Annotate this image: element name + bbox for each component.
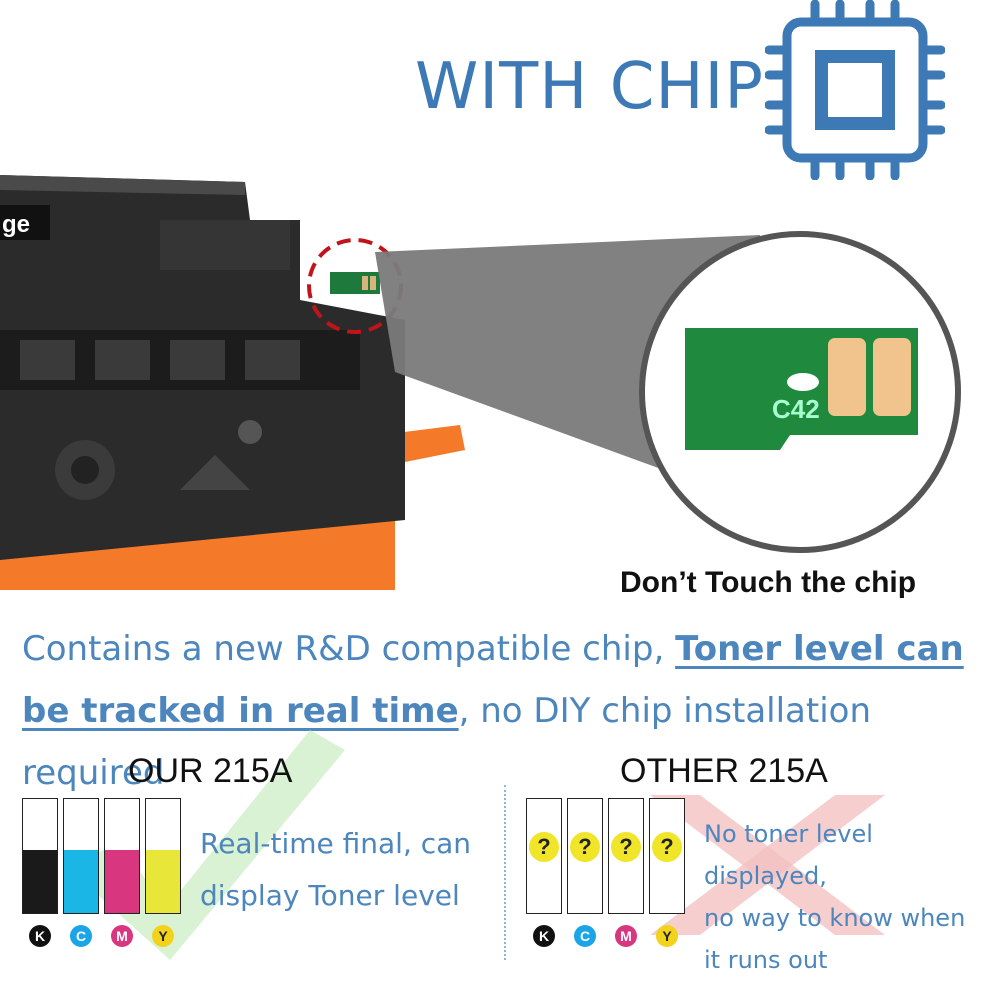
cartridge-illustration: ge C42 xyxy=(0,175,961,590)
toner-fill-cyan xyxy=(64,850,98,913)
cartridge-label: ge xyxy=(2,211,30,238)
toner-meter-black xyxy=(22,798,58,914)
unknown-level-icon: ? xyxy=(529,832,559,862)
toner-fill-magenta xyxy=(105,850,139,913)
description-part1: Contains a new R&D compatible chip, xyxy=(22,629,676,669)
cross-mark-icon xyxy=(650,795,885,935)
color-label-cyan: C xyxy=(574,925,596,947)
other-note-line3: it runs out xyxy=(704,946,828,974)
our-note-line2: display Toner level xyxy=(200,879,460,912)
toner-meter-cyan xyxy=(63,798,99,914)
description-highlight: Toner level can be tracked in real time xyxy=(22,629,964,731)
color-label-magenta: M xyxy=(615,925,637,947)
other-product-title: OTHER 215A xyxy=(620,752,828,790)
toner-meter-cyan: ? xyxy=(567,798,603,914)
toner-meter-magenta: ? xyxy=(608,798,644,914)
chip-warning-caption: Don’t Touch the chip xyxy=(620,566,917,599)
feature-description: Contains a new R&D compatible chip, Tone… xyxy=(22,618,994,804)
our-product-note: Real-time final, can display Toner level xyxy=(200,818,471,922)
color-label-yellow: Y xyxy=(656,925,678,947)
unknown-level-icon: ? xyxy=(652,832,682,862)
color-label-magenta: M xyxy=(111,925,133,947)
toner-meter-yellow: ? xyxy=(649,798,685,914)
other-note-line1: No toner level displayed, xyxy=(704,820,873,890)
chip-code-label: C42 xyxy=(772,394,820,424)
toner-fill-black xyxy=(23,850,57,913)
other-product-note: No toner level displayed, no way to know… xyxy=(704,813,994,981)
color-label-black: K xyxy=(29,925,51,947)
color-label-cyan: C xyxy=(70,925,92,947)
chip-icon xyxy=(765,0,945,180)
toner-meter-black: ? xyxy=(526,798,562,914)
our-note-line1: Real-time final, can xyxy=(200,827,472,860)
toner-fill-yellow xyxy=(146,850,180,913)
unknown-level-icon: ? xyxy=(570,832,600,862)
description-part2: , no DIY chip installation required xyxy=(22,691,872,793)
other-note-line2: no way to know when xyxy=(704,904,966,932)
color-label-black: K xyxy=(533,925,555,947)
our-product-title: OUR 215A xyxy=(128,752,293,790)
headline-title: WITH CHIP xyxy=(415,50,764,124)
section-divider xyxy=(504,785,506,960)
toner-meter-magenta xyxy=(104,798,140,914)
toner-meter-yellow xyxy=(145,798,181,914)
unknown-level-icon: ? xyxy=(611,832,641,862)
color-label-yellow: Y xyxy=(152,925,174,947)
